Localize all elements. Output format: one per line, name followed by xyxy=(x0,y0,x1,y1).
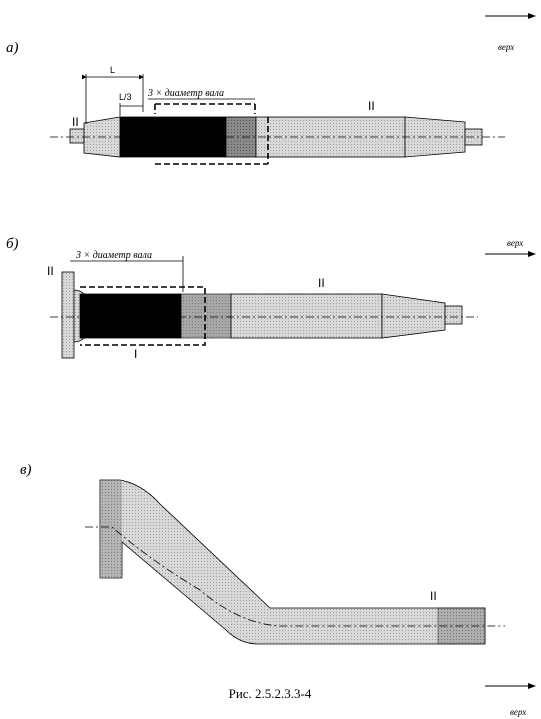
part-b-letter: б) xyxy=(6,236,19,252)
part-b-envelope xyxy=(80,286,206,346)
part-c-centerline xyxy=(85,526,505,627)
part-a-envelope-bottom xyxy=(155,117,269,165)
part-a-zone-right-label: II xyxy=(368,99,375,113)
part-a-dim-L: L xyxy=(110,65,115,75)
part-b-main-body xyxy=(230,293,383,339)
part-c-zone-right-label: II xyxy=(430,589,437,603)
part-a-envelope-top xyxy=(154,103,256,114)
part-c-letter: в) xyxy=(20,462,32,478)
part-b-direction-label: верх xyxy=(507,238,523,248)
part-b-right-taper xyxy=(381,293,446,339)
part-a-diameter-note: 3 × диаметр вала xyxy=(147,88,224,99)
part-a-left-stub xyxy=(69,128,85,144)
part-b: б) верх 3 × диаметр вала II II I xyxy=(6,236,536,361)
part-b-zone-bottom-label: I xyxy=(134,347,137,361)
part-c: в) II верх xyxy=(20,462,536,717)
part-c-direction-label: верх xyxy=(510,707,526,717)
part-b-zone-right-label: II xyxy=(318,276,325,290)
part-a-dim-L3: L/3 xyxy=(119,92,132,102)
figure-caption: Рис. 2.5.2.3.3-4 xyxy=(229,686,312,701)
part-b-flange xyxy=(61,271,75,359)
part-b-zone-left-label: II xyxy=(47,264,54,278)
part-b-zone-i-black xyxy=(79,293,182,339)
part-c-left-block xyxy=(100,480,122,578)
part-b-transition-zone xyxy=(180,293,232,339)
part-b-diameter-note: 3 × диаметр вала xyxy=(75,250,152,261)
part-a-letter: а) xyxy=(6,40,19,56)
part-a-direction-label: верх xyxy=(498,42,514,52)
part-a-zone-left-label: II xyxy=(72,115,79,129)
part-a: а) верх 3 × диаметр вала L L/3 II II xyxy=(6,13,536,165)
part-b-right-stub xyxy=(444,305,463,325)
part-c-bent-body xyxy=(99,479,486,645)
